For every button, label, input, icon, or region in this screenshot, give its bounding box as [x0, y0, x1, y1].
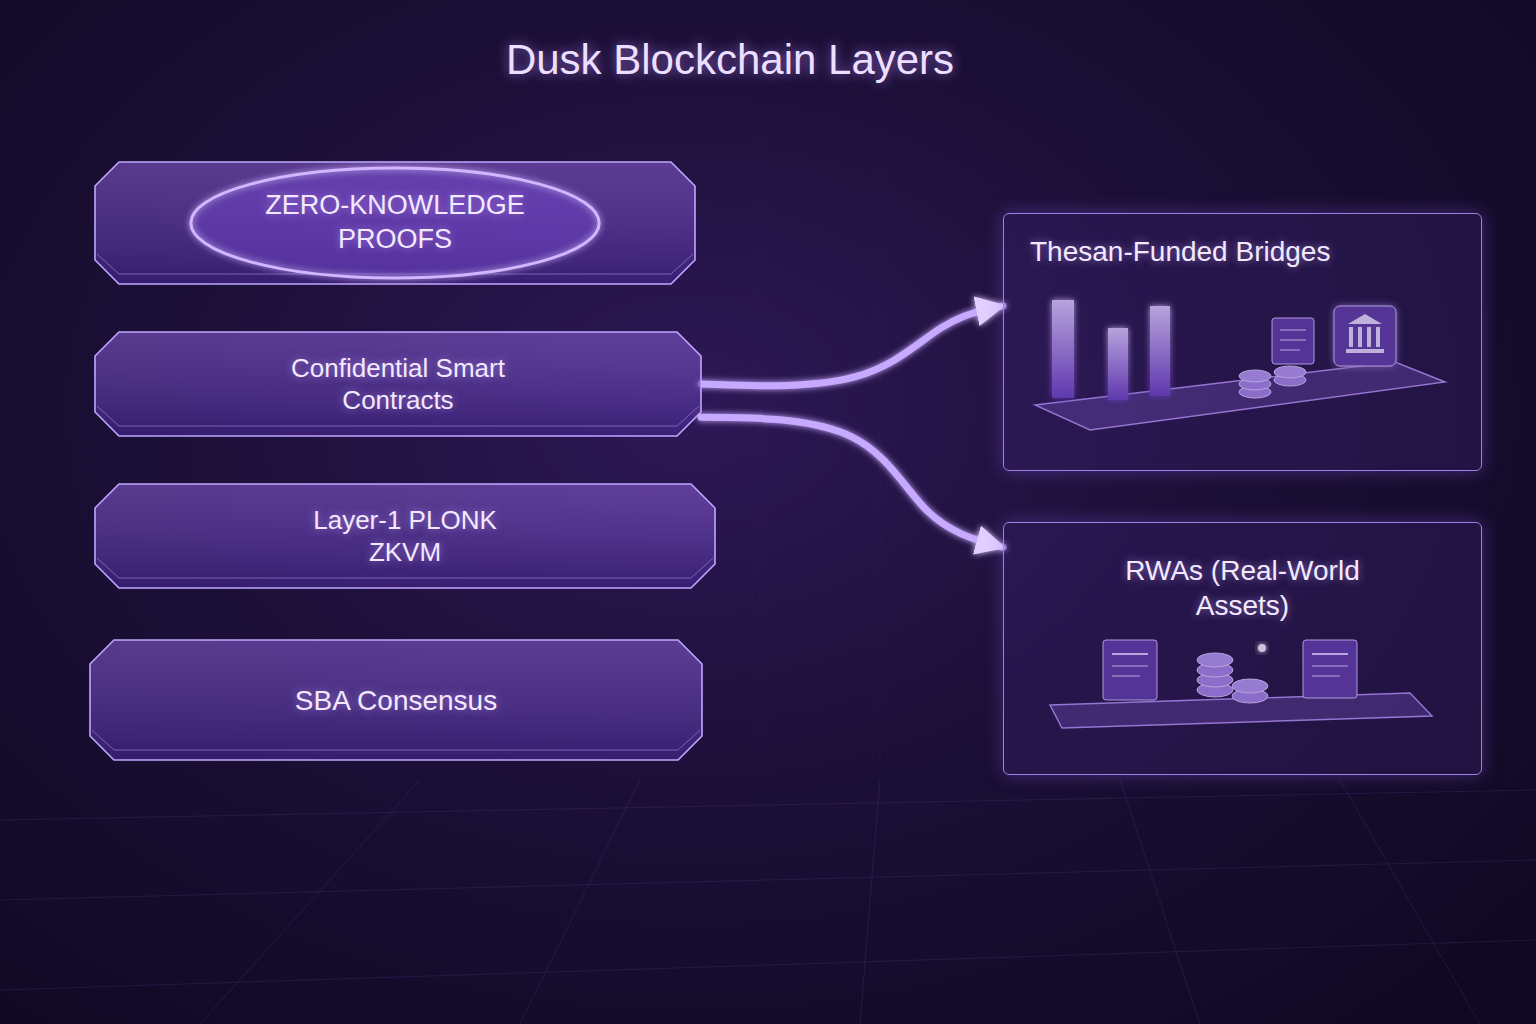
- panel-heading: RWAs (Real-World Assets): [1093, 523, 1393, 623]
- title-rule: [90, 97, 1440, 99]
- diagram-title: Dusk Blockchain Layers: [340, 36, 1120, 84]
- slab-body: [95, 332, 701, 436]
- stack-arrow: [403, 436, 408, 484]
- slab-outline: [95, 332, 701, 436]
- slab-outline: [95, 484, 715, 588]
- stack-arrow: [396, 284, 401, 332]
- layer-label: ZERO-KNOWLEDGE PROOFS: [230, 189, 560, 257]
- flow-arrow: [701, 306, 1003, 386]
- slab-body: [95, 162, 695, 284]
- consensus-layer: SBA Consensus: [90, 640, 702, 760]
- asset-panel: RWAs (Real-World Assets): [1003, 522, 1482, 775]
- contract-layer: Confidential Smart Contracts: [95, 332, 701, 436]
- slab-edge: [92, 730, 700, 750]
- slab-body: [90, 640, 702, 760]
- bridge-panel: Thesan-Funded Bridges: [1003, 213, 1482, 471]
- floor-grid: [0, 130, 1536, 1024]
- slab-body: [95, 484, 715, 588]
- flow-arrow: [701, 417, 1003, 547]
- proof-layer: ZERO-KNOWLEDGE PROOFS: [95, 162, 695, 284]
- vm-layer: Layer-1 PLONK ZKVM: [95, 484, 715, 588]
- layer-label: Confidential Smart Contracts: [248, 352, 548, 417]
- stack-arrow: [394, 588, 399, 640]
- panel-heading: Thesan-Funded Bridges: [1030, 214, 1460, 269]
- slab-outline: [95, 162, 695, 284]
- layer-label: Layer-1 PLONK ZKVM: [275, 504, 535, 569]
- layer-label: SBA Consensus: [236, 683, 556, 718]
- proof-ring: [191, 168, 599, 278]
